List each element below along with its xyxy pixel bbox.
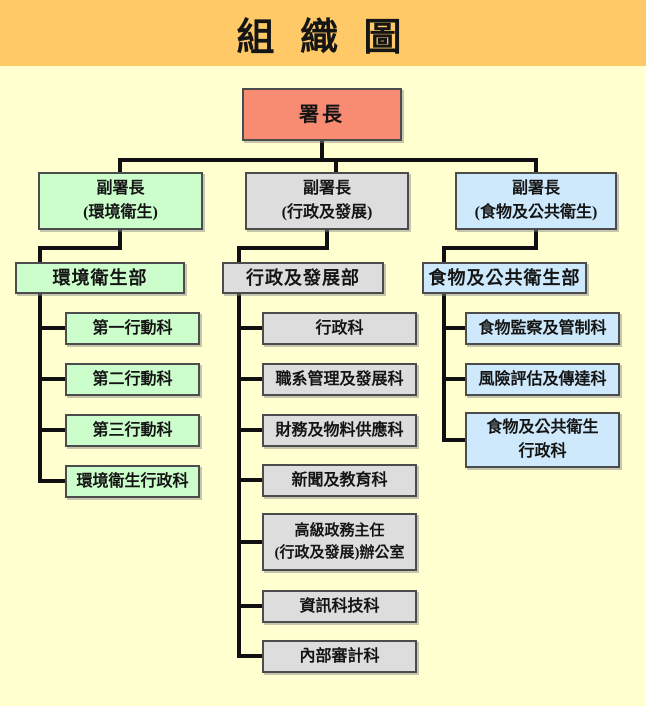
division-box: 新聞及教育科 (262, 464, 417, 497)
division-box: 高級政務主任 (行政及發展)辦公室 (262, 513, 417, 571)
connector-elbow-mid-v1 (325, 230, 329, 250)
connector-stub (38, 479, 65, 483)
node-dept-environmental-hygiene: 環境衛生部 (15, 262, 185, 294)
connector-stub (237, 478, 262, 482)
connector-elbow-right-v2 (442, 246, 446, 262)
connector-elbow-mid-v2 (237, 246, 241, 262)
connector-drop-mid (334, 158, 338, 172)
page-title: 組 織 圖 (236, 16, 410, 59)
division-box: 第一行動科 (65, 312, 200, 345)
connector-stub (442, 377, 465, 381)
connector-stub (38, 428, 65, 432)
division-box: 職系管理及發展科 (262, 363, 417, 396)
connector-elbow-mid-h (237, 246, 329, 250)
title-banner: 組 織 圖 (0, 0, 646, 66)
division-box: 環境衛生行政科 (65, 465, 200, 498)
connector-elbow-right-h (442, 246, 538, 250)
division-box: 第二行動科 (65, 363, 200, 396)
connector-trunk-mid (237, 292, 241, 658)
connector-stub (237, 377, 262, 381)
connector-trunk-left (38, 292, 42, 483)
connector-stub (237, 540, 262, 544)
division-box: 內部審計科 (262, 640, 417, 673)
node-deputy-food-public-health: 副署長 (食物及公共衛生) (455, 172, 617, 230)
node-deputy-environmental-hygiene: 副署長 (環境衛生) (38, 172, 203, 230)
division-box: 財務及物料供應科 (262, 414, 417, 447)
connector-trunk-right (442, 292, 446, 442)
connector-stub (442, 438, 465, 442)
connector-stub (237, 326, 262, 330)
connector-stub (237, 654, 262, 658)
connector-elbow-left-v1 (118, 230, 122, 250)
connector-stub (237, 428, 262, 432)
division-box: 食物及公共衛生 行政科 (465, 412, 620, 468)
connector-top-bar (118, 158, 538, 162)
node-director: 署長 (242, 88, 402, 141)
node-dept-food-public-health: 食物及公共衛生部 (422, 262, 587, 294)
connector-elbow-right-v1 (534, 230, 538, 250)
connector-root-drop (320, 141, 324, 160)
division-box: 第三行動科 (65, 414, 200, 447)
division-box: 行政科 (262, 312, 417, 345)
division-box: 食物監察及管制科 (465, 312, 620, 345)
connector-elbow-left-h (38, 246, 122, 250)
connector-drop-right (534, 158, 538, 172)
connector-stub (442, 326, 465, 330)
connector-elbow-left-v2 (38, 246, 42, 262)
connector-stub (38, 377, 65, 381)
connector-stub (237, 604, 262, 608)
node-deputy-administration-development: 副署長 (行政及發展) (245, 172, 409, 230)
connector-stub (38, 326, 65, 330)
connector-drop-left (118, 158, 122, 172)
division-box: 資訊科技科 (262, 590, 417, 623)
node-dept-administration-development: 行政及發展部 (222, 262, 384, 294)
division-box: 風險評估及傳達科 (465, 363, 620, 396)
